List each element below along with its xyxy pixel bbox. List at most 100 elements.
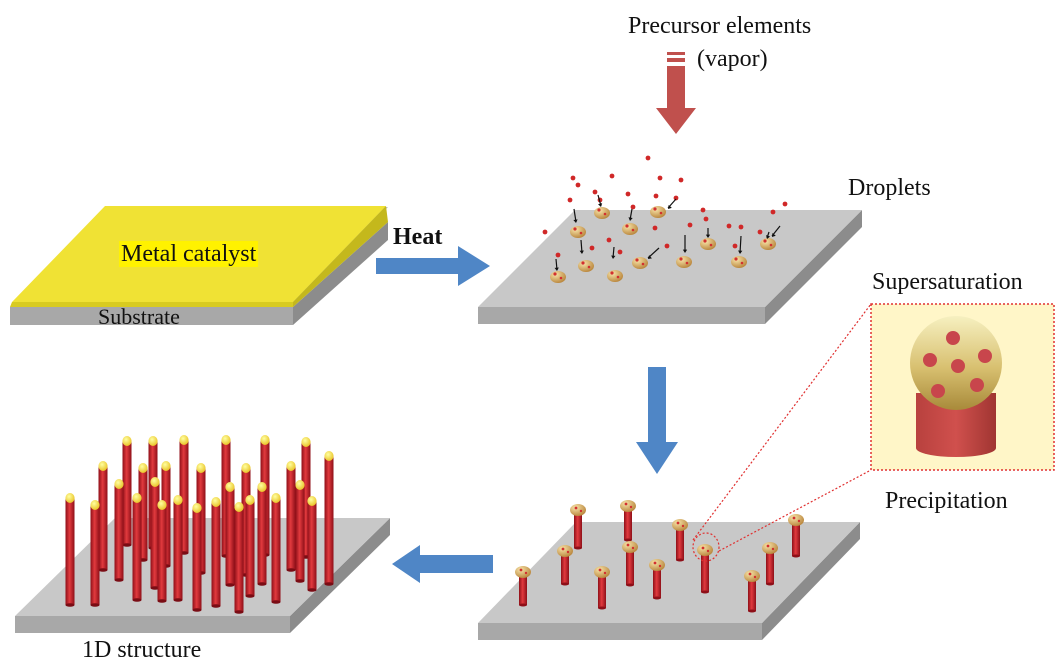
vapor-dot — [575, 182, 581, 188]
vapor-dot — [678, 177, 684, 183]
vapor-dot — [653, 193, 659, 199]
nanowire — [295, 480, 305, 583]
heat-label: Heat — [393, 224, 443, 250]
nanowire — [90, 500, 100, 607]
1d-structure-label: 1D structure — [82, 637, 202, 663]
catalyst-droplet — [607, 270, 623, 282]
vapor-dot — [542, 229, 548, 235]
vapor-dot — [645, 155, 651, 161]
precursor-dot — [734, 257, 738, 261]
deposition-arrow — [573, 208, 578, 223]
deposition-arrow — [597, 194, 603, 207]
growing-wire — [649, 559, 665, 600]
nanowire — [257, 482, 267, 586]
vapor-dot — [592, 189, 598, 195]
vapor-dot — [555, 252, 561, 258]
zoom-callout — [692, 303, 872, 562]
vapor-dot — [687, 222, 693, 228]
precursor-dot — [579, 231, 583, 235]
nanowire — [286, 461, 296, 572]
substrate-slab-3 — [478, 522, 860, 640]
nanowire — [98, 461, 108, 572]
vapor-dot — [630, 204, 636, 210]
catalyst-droplet — [731, 256, 747, 268]
growing-wire — [594, 566, 610, 610]
nanowire — [192, 503, 202, 612]
substrate-label: Substrate — [98, 304, 180, 329]
deposition-arrow — [705, 228, 711, 238]
vapor-dot — [700, 207, 706, 213]
nanowire — [234, 502, 244, 614]
growing-wire — [570, 504, 586, 550]
vapor-dot — [606, 237, 612, 243]
precursor-dot — [559, 276, 563, 280]
deposition-arrow — [667, 198, 677, 209]
deposition-arrow — [611, 246, 616, 259]
droplets-label: Droplets — [848, 175, 931, 201]
precursor-dot — [635, 258, 639, 262]
precursor-dot — [553, 272, 557, 276]
growing-wire — [744, 570, 760, 613]
growing-wire — [622, 541, 638, 587]
supersaturation-label: Supersaturation — [872, 269, 1023, 295]
vapor-dot — [617, 249, 623, 255]
precursor-dot — [597, 208, 601, 212]
down-arrow-icon — [636, 367, 678, 474]
precursor-dot — [625, 224, 629, 228]
precursor-dot — [685, 261, 689, 265]
supersaturation-inset — [870, 303, 1055, 471]
vapor-dot — [703, 216, 709, 222]
nanowire — [122, 436, 132, 547]
deposition-arrow — [766, 231, 771, 239]
catalyst-droplet — [700, 238, 716, 250]
nanowire — [271, 493, 281, 604]
metal-catalyst-text: Metal catalyst — [119, 241, 259, 267]
catalyst-droplet — [632, 257, 648, 269]
precursor-dot — [740, 261, 744, 265]
precursor-dot — [769, 243, 773, 247]
vapor-dot — [567, 197, 573, 203]
precursor-dot — [581, 261, 585, 265]
vapor-dot — [738, 224, 744, 230]
precursor-dot — [703, 239, 707, 243]
nanowire — [114, 479, 124, 582]
precursor-dot — [641, 262, 645, 266]
precursor-dot — [631, 228, 635, 232]
catalyst-droplet — [676, 256, 692, 268]
droplets-layer — [542, 155, 788, 283]
precursor-dot — [603, 212, 607, 216]
growing-wire — [788, 514, 804, 558]
catalyst-droplet — [622, 223, 638, 235]
nanowire — [157, 500, 167, 603]
catalyst-droplet — [594, 207, 610, 219]
nanowire — [211, 497, 221, 608]
vapor-dot — [664, 243, 670, 249]
deposition-arrow — [738, 235, 743, 254]
precursor-dot — [679, 257, 683, 261]
nanowire — [307, 496, 317, 592]
growing-wire — [672, 519, 688, 562]
nanowire — [173, 495, 183, 602]
vapor-dot — [657, 175, 663, 181]
vapor-dot — [732, 243, 738, 249]
substrate-slab-2 — [478, 210, 862, 324]
deposition-arrow — [771, 225, 781, 237]
nanowire — [324, 451, 334, 586]
precursor-dot — [763, 239, 767, 243]
nanowire — [245, 495, 255, 598]
vapor-dot — [673, 195, 679, 201]
deposition-arrow — [554, 258, 559, 271]
vapor-dot — [782, 201, 788, 207]
vapor-down-arrow-icon — [656, 52, 696, 134]
precursor-dot — [616, 275, 620, 279]
growing-wire — [697, 544, 713, 594]
growing-wire — [557, 545, 573, 586]
deposition-arrow — [682, 235, 688, 253]
nanowire — [225, 482, 235, 587]
precursor-dot — [587, 265, 591, 269]
precursor-dot — [573, 227, 577, 231]
vapor-dot — [757, 229, 763, 235]
vapor-dot — [609, 173, 615, 179]
growth-wires-layer — [515, 500, 804, 613]
